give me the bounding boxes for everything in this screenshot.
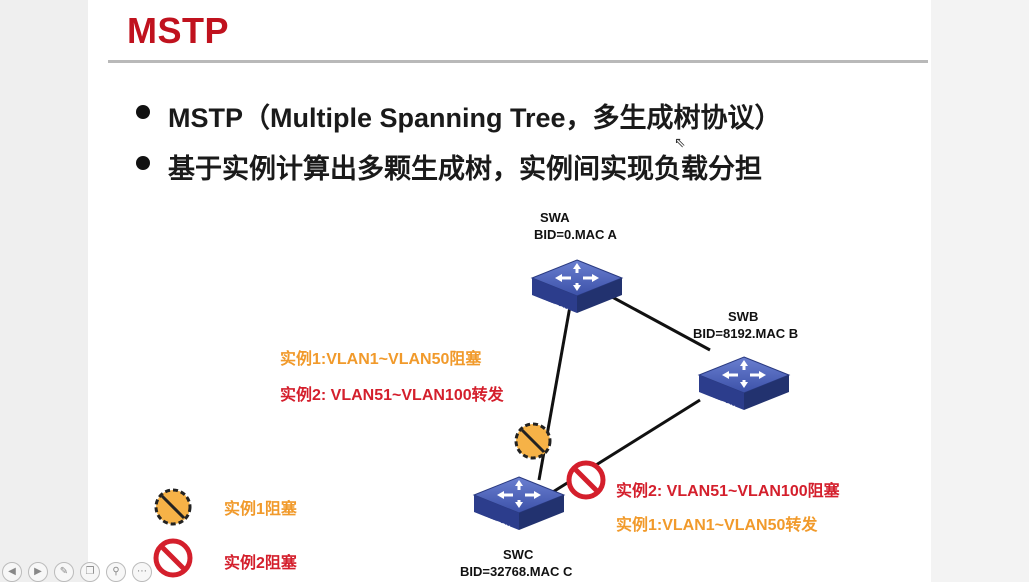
title-divider	[108, 60, 928, 63]
block-orange-icon	[514, 422, 552, 460]
right-annotation-line1: 实例2: VLAN51~VLAN100阻塞	[616, 483, 840, 500]
bullet-dot	[136, 156, 150, 170]
bullet-dot	[136, 105, 150, 119]
zoom-icon[interactable]: ⚲	[106, 562, 126, 582]
bullet-item: MSTP（Multiple Spanning Tree，多生成树协议）	[136, 96, 782, 135]
right-margin	[931, 0, 1029, 582]
more-icon[interactable]: ⋯	[132, 562, 152, 582]
block-orange-icon	[154, 488, 192, 526]
legend-instance2: 实例2阻塞	[224, 555, 297, 572]
swc-bid: BID=32768.MAC C	[460, 564, 573, 579]
slide-title: MSTP	[127, 10, 230, 51]
swb-bid: BID=8192.MAC B	[693, 326, 799, 341]
switch-swa	[530, 258, 624, 317]
cursor-icon: ⇖	[674, 134, 686, 150]
link-swb-swc	[539, 398, 701, 502]
swa-bid: BID=0.MAC A	[534, 227, 617, 242]
copy-icon[interactable]: ❐	[80, 562, 100, 582]
swa-name: SWA	[540, 210, 570, 225]
bullet-item: 基于实例计算出多颗生成树，实例间实现负载分担	[136, 147, 762, 186]
switch-swb	[697, 355, 791, 414]
block-red-icon	[566, 460, 606, 500]
block-red-icon	[153, 538, 193, 578]
left-annotation-line1: 实例1:VLAN1~VLAN50阻塞	[280, 351, 482, 368]
right-annotation-line2: 实例1:VLAN1~VLAN50转发	[616, 517, 818, 534]
bullet-text: 基于实例计算出多颗生成树，实例间实现负载分担	[168, 154, 762, 184]
left-margin	[0, 0, 88, 582]
left-annotation-line2: 实例2: VLAN51~VLAN100转发	[280, 387, 504, 404]
pen-icon[interactable]: ✎	[54, 562, 74, 582]
swc-name: SWC	[503, 547, 534, 562]
prev-slide-button[interactable]: ◀	[2, 562, 22, 582]
legend-instance1: 实例1阻塞	[224, 501, 297, 518]
presentation-controls: ◀ ▶ ✎ ❐ ⚲ ⋯	[0, 558, 170, 582]
bullet-text: MSTP（Multiple Spanning Tree，多生成树协议）	[168, 103, 782, 133]
swb-name: SWB	[728, 309, 759, 324]
switch-swc	[472, 475, 566, 534]
play-button[interactable]: ▶	[28, 562, 48, 582]
